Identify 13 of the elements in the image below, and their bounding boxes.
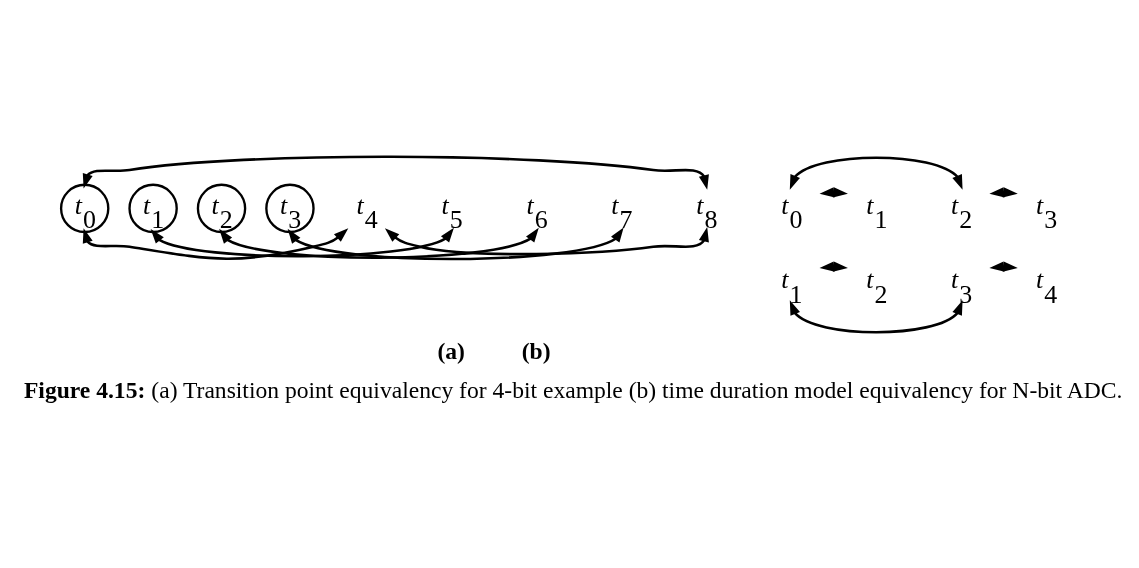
arrow xyxy=(287,227,624,261)
arrow xyxy=(82,155,709,190)
arrow xyxy=(219,227,539,259)
arrow xyxy=(819,187,848,198)
arrow xyxy=(989,187,1018,198)
arrow xyxy=(384,226,709,256)
arrow xyxy=(150,227,454,258)
caption: Figure 4.15: (a) Transition point equivalency for 4-bit example (b) time duration model equivalency for N-bit ADC. xyxy=(23,377,1123,404)
arrow xyxy=(789,300,963,334)
label: (b) xyxy=(521,338,551,365)
arrow xyxy=(82,228,349,260)
arrow xyxy=(789,156,963,190)
label: (a) xyxy=(437,338,465,365)
